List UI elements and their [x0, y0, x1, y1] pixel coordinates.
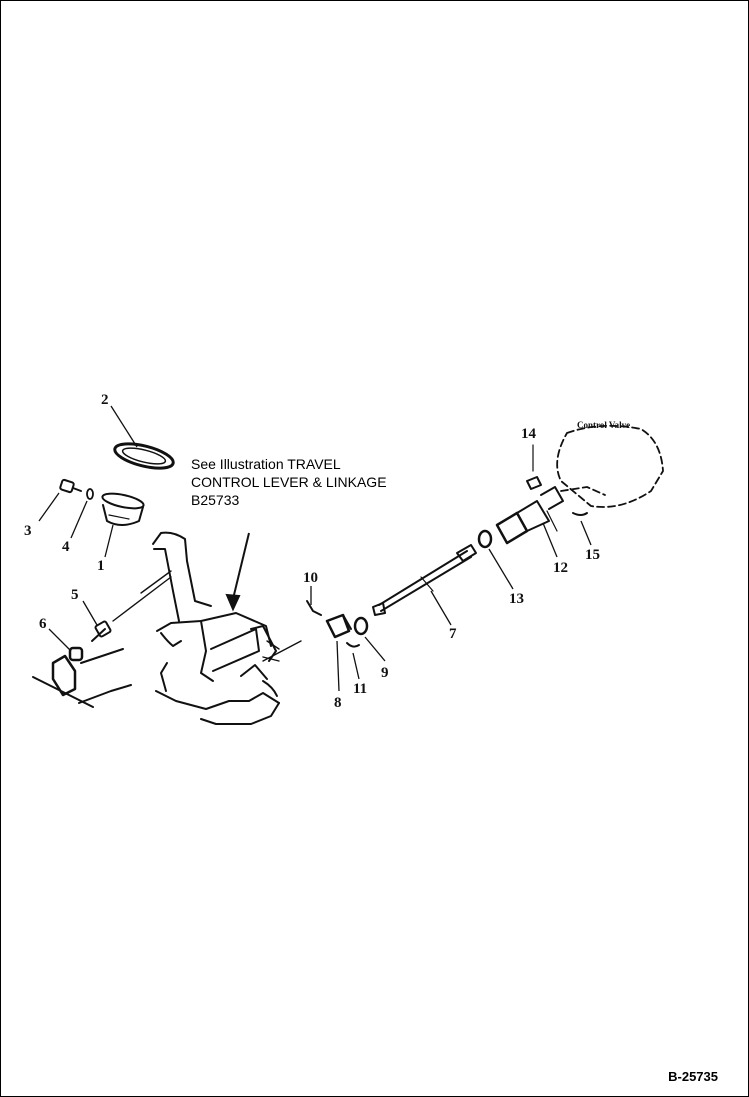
callout-1: 1 [97, 558, 105, 574]
travel-lever-bracket-assembly [152, 531, 280, 725]
callout-11: 11 [353, 681, 367, 697]
figure-id: B-25735 [668, 1069, 718, 1084]
callout-12: 12 [553, 560, 568, 576]
floor-block [51, 654, 77, 697]
note-line-3: B25733 [191, 492, 240, 508]
callout-9: 9 [381, 665, 389, 681]
note-arrow [225, 532, 250, 612]
callout-4: 4 [62, 539, 70, 555]
part-8-clevis [325, 613, 352, 639]
part-5-bolt [91, 620, 112, 642]
callout-13: 13 [509, 591, 524, 607]
callout-3: 3 [24, 523, 32, 539]
callout-10: 10 [303, 570, 318, 586]
floor-plate [32, 648, 132, 708]
part-9-nut [353, 616, 369, 636]
callout-8: 8 [334, 695, 342, 711]
callout-7: 7 [449, 626, 457, 642]
control-valve-outline [556, 424, 664, 508]
part-1-cap [101, 492, 145, 526]
note-line-1: See Illustration TRAVEL [191, 456, 341, 472]
note-line-2: CONTROL LEVER & LINKAGE [191, 474, 387, 490]
part-10-pin [306, 600, 322, 616]
part-15-cotter-pin [572, 512, 588, 516]
control-valve-label: Control Valve [577, 420, 630, 430]
part-14-pin [526, 444, 542, 490]
see-illustration-note: See Illustration TRAVEL CONTROL LEVER & … [191, 455, 387, 509]
part-2-rubber-boot [113, 442, 175, 470]
part-12-joint [495, 486, 564, 545]
callout-6: 6 [39, 616, 47, 632]
part-13-nut [477, 529, 493, 549]
callout-15: 15 [585, 547, 600, 563]
part-7-rod [372, 544, 477, 616]
callout-5: 5 [71, 587, 79, 603]
callout-2: 2 [101, 392, 109, 408]
part-6-nut [68, 646, 84, 662]
part-4-washer [86, 488, 94, 500]
part-3-bolt [59, 478, 82, 494]
callout-14: 14 [521, 426, 537, 442]
callout-numbers: 2 3 4 1 5 6 10 8 11 9 7 13 12 15 14 Cont… [24, 392, 630, 711]
part-11-cotter-pin [346, 642, 360, 648]
